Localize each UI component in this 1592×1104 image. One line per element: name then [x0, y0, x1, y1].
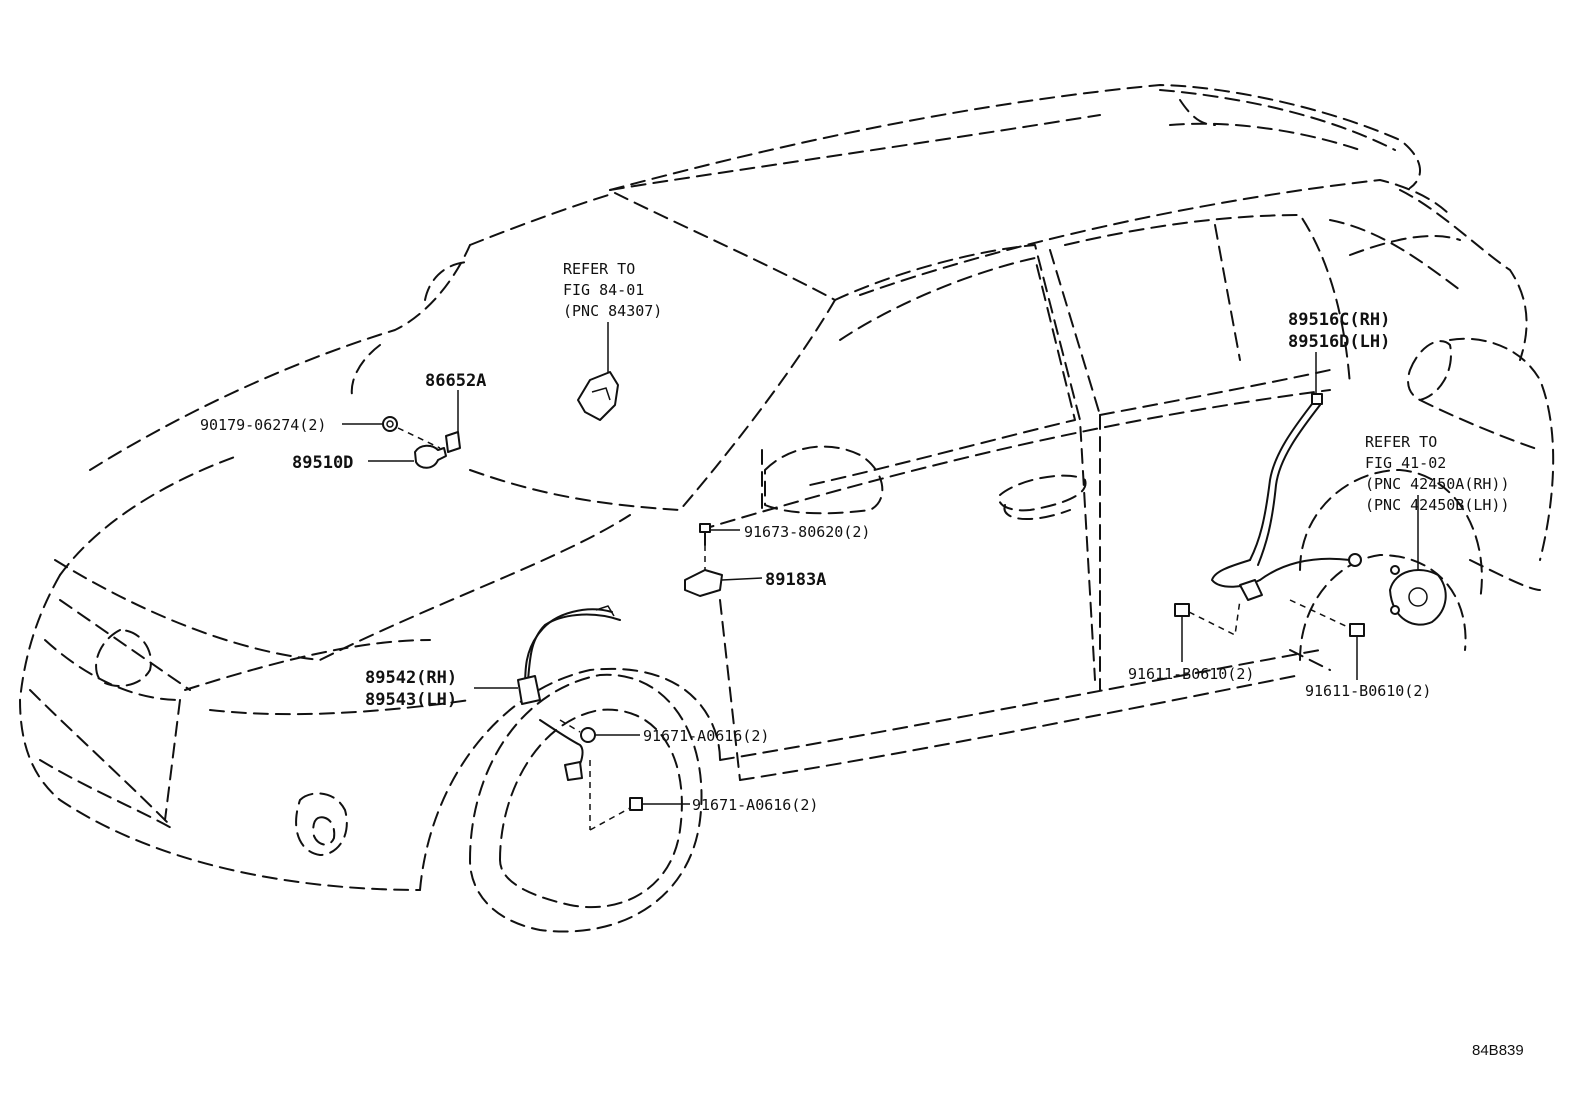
label-90179-06274: 90179-06274(2) [200, 416, 326, 434]
refer-84-line-3: (PNC 84307) [563, 302, 662, 320]
bolt-91611-left-icon [1174, 599, 1241, 637]
bracket-86652a-icon [445, 431, 461, 453]
rear-speed-sensor-harness-icon [1211, 393, 1362, 601]
bolt-91611-right-icon [1289, 599, 1365, 637]
refer-41-line-4: (PNC 42450B(LH)) [1365, 496, 1510, 514]
bolt-91673-icon [699, 523, 711, 546]
vehicle-phantom-outline [19, 84, 1555, 933]
label-89543: 89543(LH) [365, 690, 457, 710]
label-89183a: 89183A [765, 570, 826, 590]
label-89516d: 89516D(LH) [1288, 332, 1390, 352]
refer-84-line-2: FIG 84-01 [563, 281, 644, 299]
nut-90179-icon [382, 416, 398, 432]
label-91611-b0610-right: 91611-B0610(2) [1305, 682, 1431, 700]
label-91671-a0616-upper: 91671-A0616(2) [643, 727, 769, 745]
label-91673-80620: 91673-80620(2) [744, 523, 870, 541]
label-91611-b0610-left: 91611-B0610(2) [1128, 665, 1254, 683]
label-89510d: 89510D [292, 453, 353, 473]
refer-41-line-3: (PNC 42450A(RH)) [1365, 475, 1510, 493]
label-89542: 89542(RH) [365, 668, 457, 688]
label-91671-a0616-lower: 91671-A0616(2) [692, 796, 818, 814]
leader-lines [342, 322, 1358, 805]
bolt-91671-lower-icon [589, 760, 643, 831]
sensor-89510d-icon [397, 427, 447, 469]
refer-41-line-2: FIG 41-02 [1365, 454, 1446, 472]
rear-hub-bearing-icon [1389, 495, 1447, 626]
label-86652a: 86652A [425, 371, 486, 391]
front-speed-sensor-harness-icon [517, 605, 621, 781]
figure-code: 84B839 [1472, 1042, 1524, 1059]
sensor-89183a-icon [684, 545, 723, 597]
sensor-84307-icon [577, 371, 619, 421]
refer-41-line-1: REFER TO [1365, 433, 1437, 451]
label-89516c: 89516C(RH) [1288, 310, 1390, 330]
refer-84-line-1: REFER TO [563, 260, 635, 278]
